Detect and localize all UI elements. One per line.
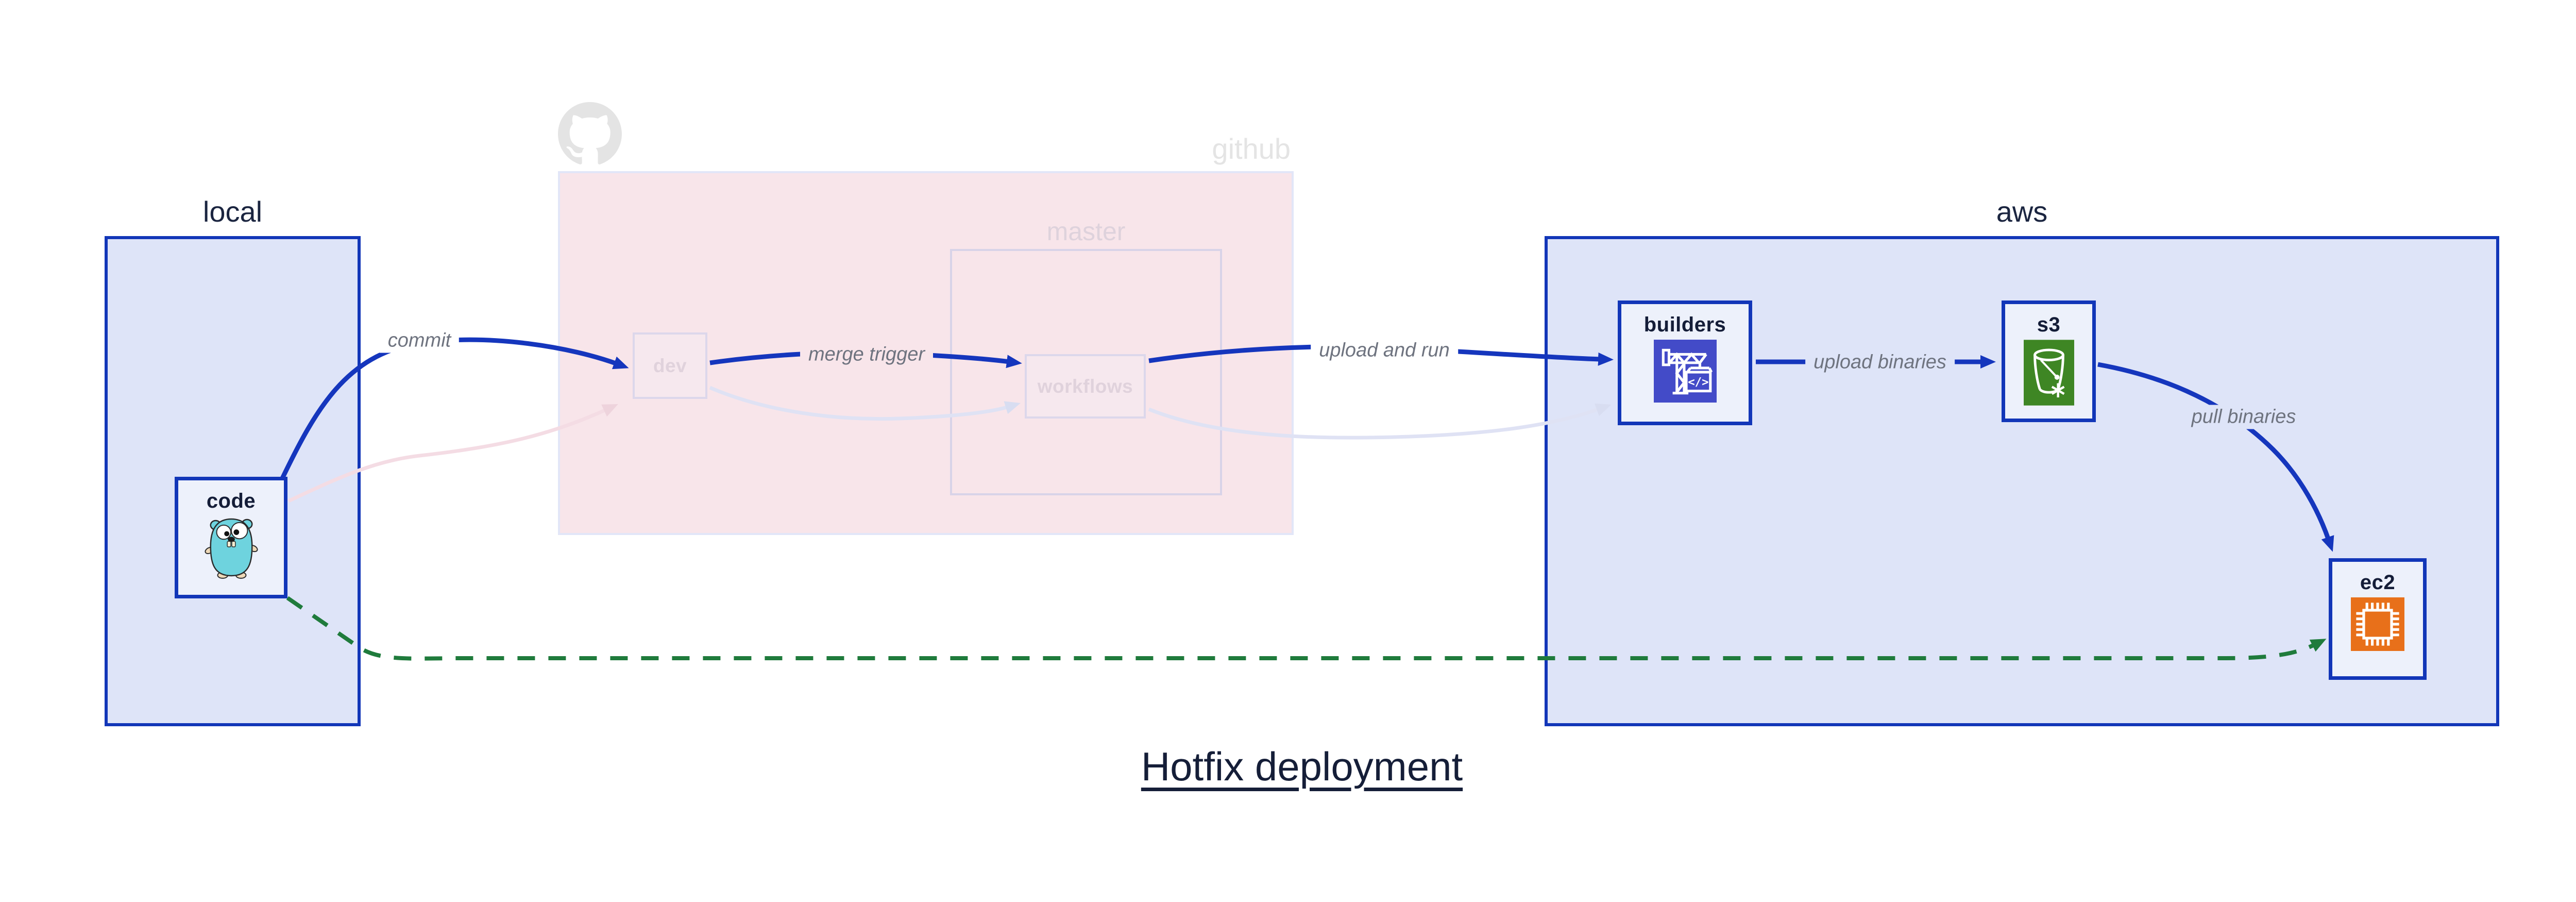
local-region-label: local — [202, 195, 263, 228]
code-node: code — [175, 477, 287, 598]
edge-label-pull-binaries: pull binaries — [2183, 405, 2304, 429]
workflows-label: workflows — [1037, 375, 1133, 397]
dev-branch-node: dev — [633, 332, 707, 399]
s3-node: s3 — [2002, 300, 2096, 422]
gopher-icon — [204, 516, 259, 581]
builders-node: builders < — [1618, 300, 1752, 425]
github-region-label: github — [1212, 132, 1291, 165]
svg-text:</>: </> — [1688, 375, 1708, 389]
diagram-title-wrap: Hotfix deployment — [0, 743, 2576, 790]
master-branch-box — [950, 249, 1222, 495]
edge-label-upload-and-run: upload and run — [1311, 338, 1458, 363]
builders-node-label: builders — [1643, 313, 1726, 336]
edge-label-upload-binaries: upload binaries — [1805, 350, 1955, 375]
diagram-title: Hotfix deployment — [1141, 744, 1463, 789]
dev-branch-label: dev — [653, 355, 687, 376]
codebuild-crane-icon: </> — [1653, 340, 1717, 405]
github-octocat-icon — [558, 102, 622, 169]
workflows-node: workflows — [1025, 354, 1146, 419]
ec2-chip-icon — [2351, 597, 2404, 654]
s3-glacier-bucket-icon — [2023, 340, 2074, 408]
ec2-node: ec2 — [2329, 558, 2427, 680]
master-branch-label: master — [1046, 217, 1126, 246]
aws-region-label: aws — [1996, 195, 2048, 228]
ec2-node-label: ec2 — [2360, 571, 2396, 594]
code-node-label: code — [206, 490, 256, 512]
s3-node-label: s3 — [2037, 313, 2061, 336]
edge-label-commit: commit — [379, 328, 460, 353]
edge-label-merge-trigger: merge trigger — [800, 342, 933, 367]
